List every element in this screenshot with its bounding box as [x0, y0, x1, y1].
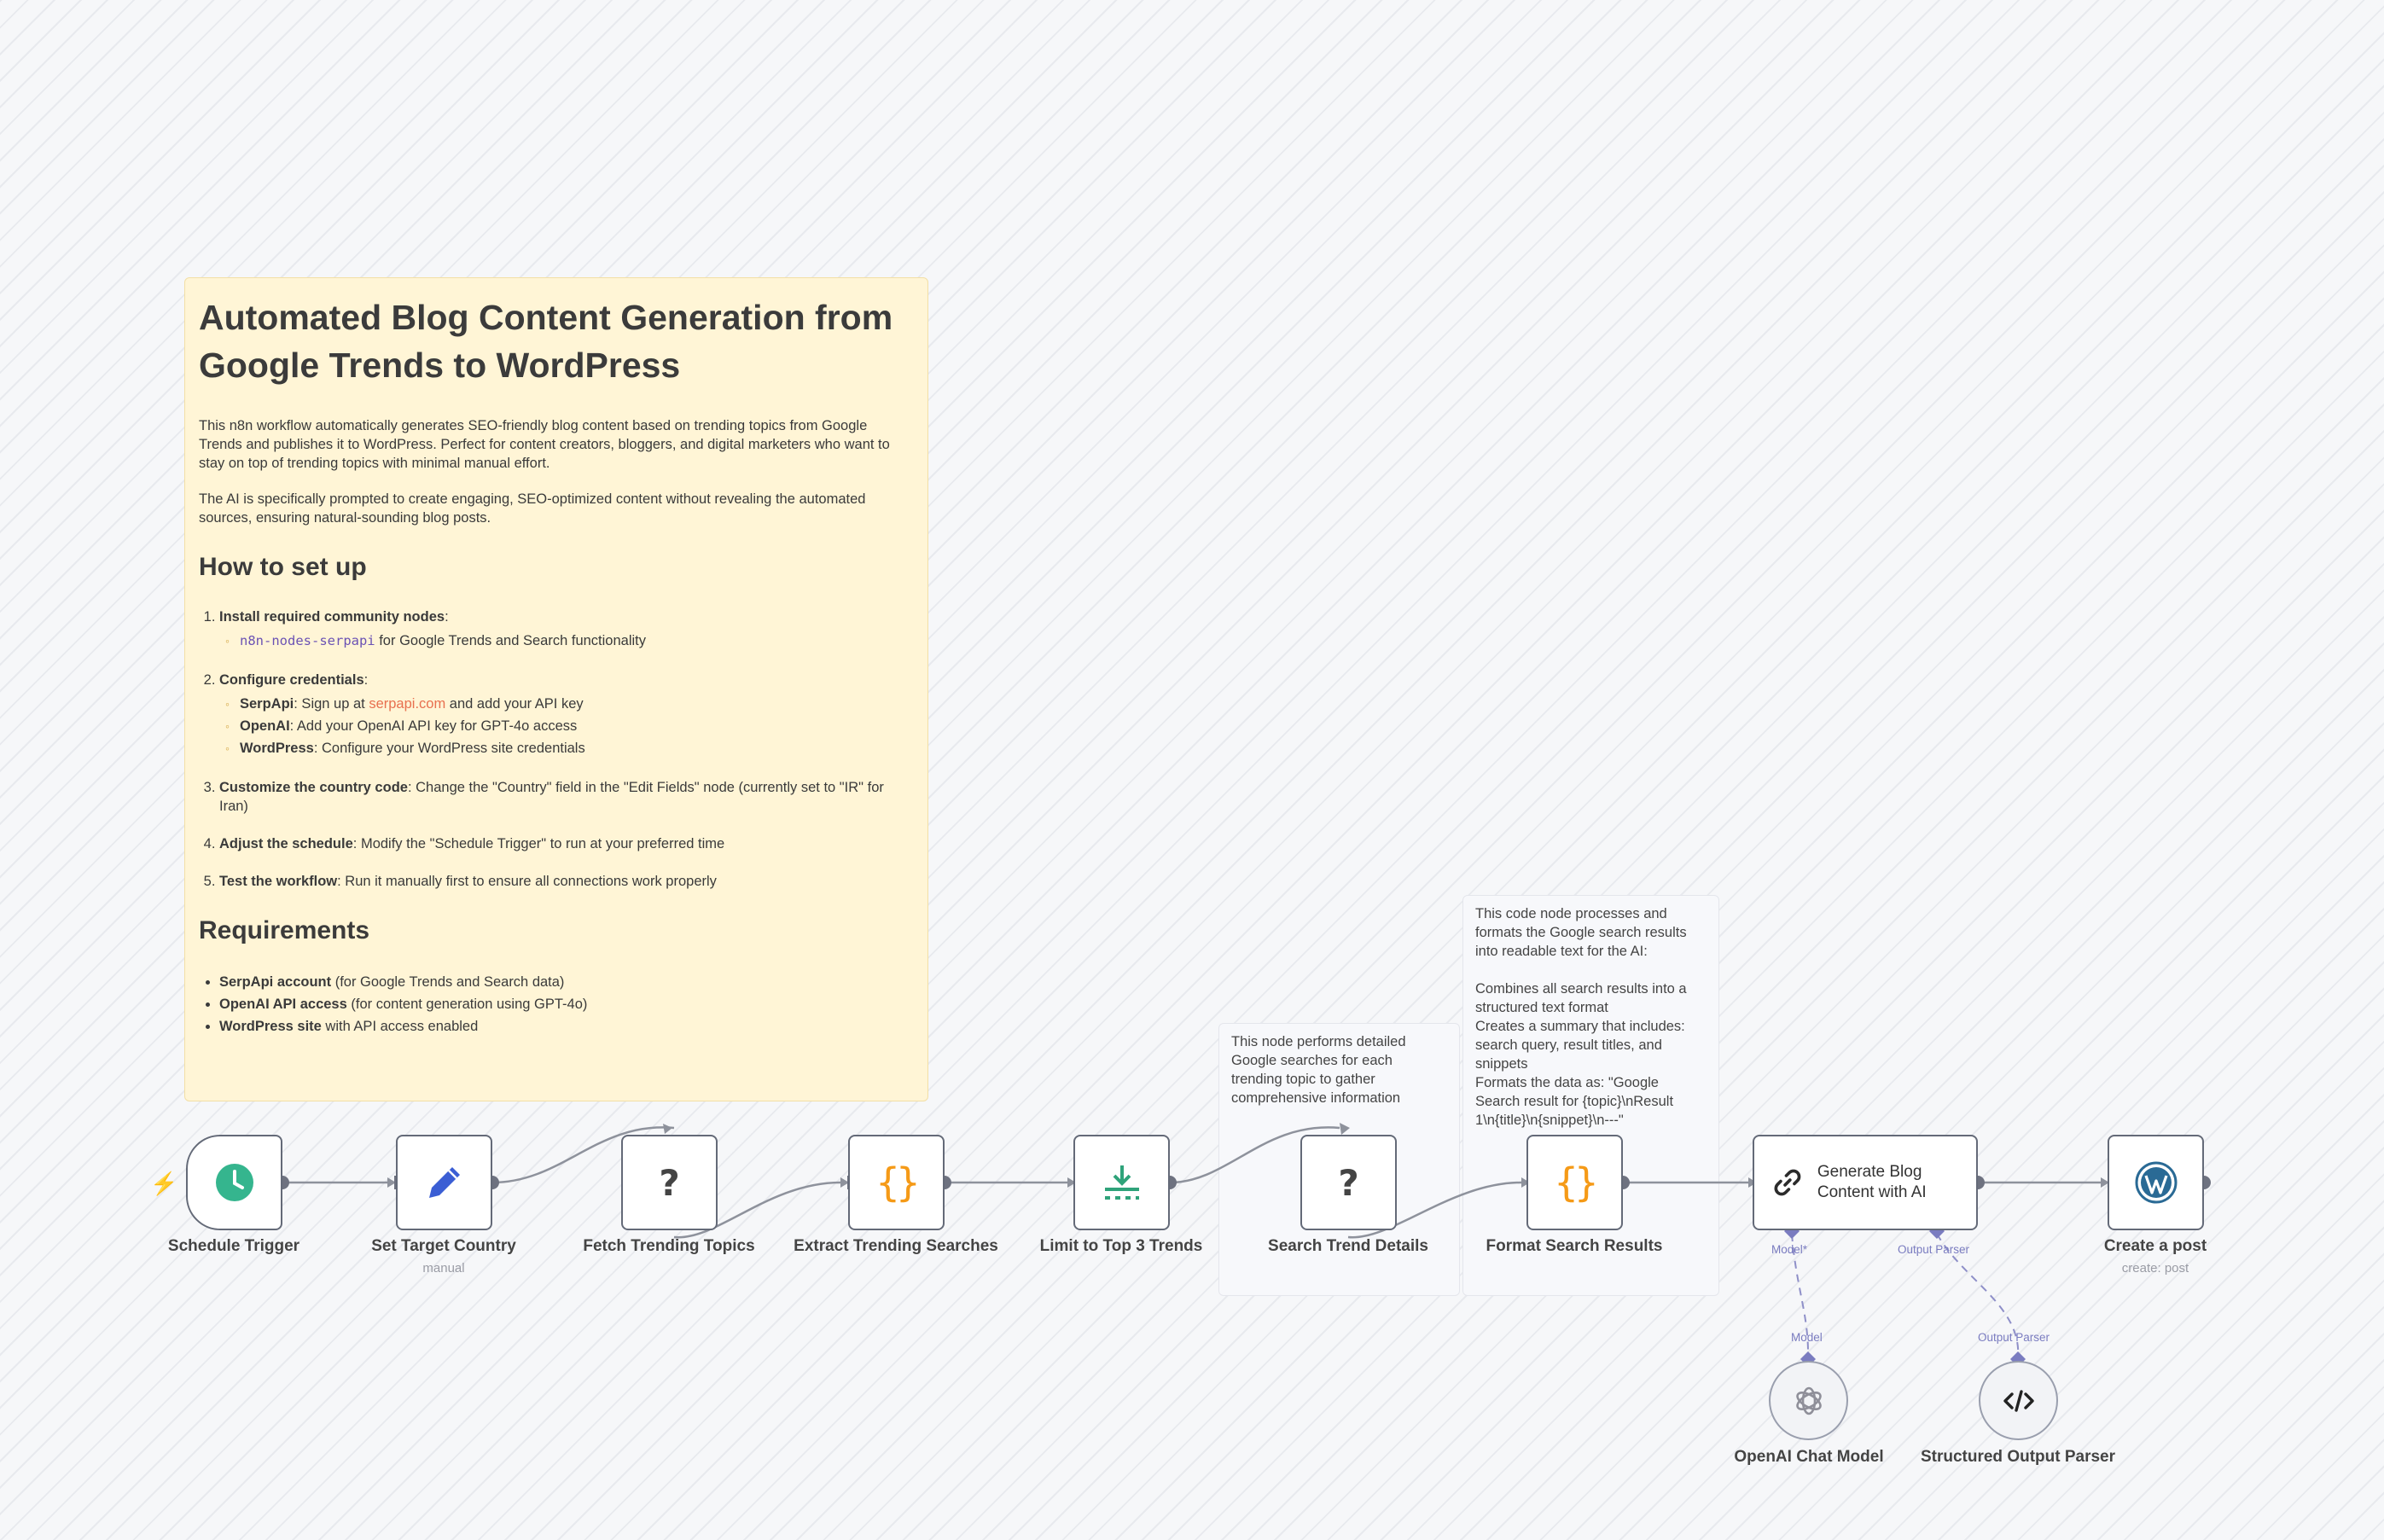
node-label: Extract Trending Searches: [794, 1237, 998, 1255]
node-label: Limit to Top 3 Trends: [1039, 1237, 1203, 1255]
node-format-search-results[interactable]: {}: [1526, 1135, 1623, 1230]
setup-heading: How to set up: [199, 553, 367, 581]
node-inner-label: Generate Blog Content with AI: [1817, 1163, 1927, 1201]
node-subtitle: create: post: [2121, 1261, 2189, 1276]
package-code: n8n-nodes-serpapi: [240, 633, 375, 648]
step-bold: Install required community nodes: [219, 609, 445, 625]
sticky-intro-2: The AI is specifically prompted to creat…: [199, 491, 866, 526]
model-port-label: Model*: [1771, 1243, 1808, 1256]
node-label: Fetch Trending Topics: [583, 1237, 755, 1255]
code-icon: [2003, 1389, 2034, 1412]
question-icon: ?: [1338, 1161, 1359, 1204]
parser-port-label: Output Parser: [1898, 1243, 1970, 1256]
node-label: OpenAI Chat Model: [1734, 1448, 1884, 1466]
setup-step: Install required community nodes: n8n-no…: [219, 607, 914, 652]
req-bold: WordPress site: [219, 1019, 322, 1034]
node-label: Structured Output Parser: [1920, 1448, 2116, 1466]
step-text: : Change the "Country" field in the "Edi…: [219, 780, 884, 814]
node-openai-chat-model[interactable]: [1769, 1361, 1848, 1440]
req-bold: OpenAI API access: [219, 997, 347, 1012]
pencil-icon: [428, 1167, 460, 1198]
req-bold: SerpApi account: [219, 974, 332, 990]
clock-icon: [215, 1164, 253, 1201]
parser-port-label: Output Parser: [1978, 1331, 2050, 1344]
step-subitem: SerpApi: Sign up at serpapi.com and add …: [225, 693, 914, 715]
braces-icon: {}: [875, 1159, 920, 1206]
node-generate-blog-content[interactable]: Generate Blog Content with AI: [1753, 1135, 1978, 1230]
step-text: : Run it manually first to ensure all co…: [337, 874, 717, 889]
setup-steps: Install required community nodes: n8n-no…: [199, 607, 914, 891]
node-subtitle: manual: [422, 1261, 465, 1276]
setup-step: Configure credentials: SerpApi: Sign up …: [219, 671, 914, 759]
requirement-item: SerpApi account (for Google Trends and S…: [219, 971, 914, 993]
step-subitem: WordPress: Configure your WordPress site…: [225, 737, 914, 759]
arrow-head: [387, 1177, 396, 1188]
node-search-trend-details[interactable]: ?: [1300, 1135, 1397, 1230]
node-label: Format Search Results: [1486, 1237, 1663, 1255]
wordpress-icon: [2135, 1161, 2177, 1204]
sticky-title: Automated Blog Content Generation from G…: [199, 298, 893, 385]
req-text: (for content generation using GPT-4o): [346, 997, 588, 1012]
sticky-note-search[interactable]: This node performs detailed Google searc…: [1218, 1023, 1460, 1296]
node-label: Set Target Country: [371, 1237, 516, 1255]
requirement-item: OpenAI API access (for content generatio…: [219, 993, 914, 1015]
step-bold: Test the workflow: [219, 874, 338, 889]
node-label: Search Trend Details: [1268, 1237, 1428, 1255]
step-text: :: [445, 609, 449, 625]
node-schedule-trigger[interactable]: [186, 1135, 282, 1230]
serpapi-link[interactable]: serpapi.com: [369, 696, 446, 712]
setup-step: Customize the country code: Change the "…: [219, 778, 914, 816]
node-label: Schedule Trigger: [167, 1237, 300, 1255]
step-text: : Add your OpenAI API key for GPT-4o acc…: [289, 718, 578, 734]
node-create-post[interactable]: [2108, 1135, 2204, 1230]
node-fetch-trending-topics[interactable]: ?: [621, 1135, 718, 1230]
arrow-head: [663, 1124, 672, 1134]
step-bold: SerpApi: [240, 696, 294, 712]
requirements-list: SerpApi account (for Google Trends and S…: [199, 971, 914, 1037]
question-icon: ?: [659, 1161, 680, 1204]
openai-icon: [1795, 1386, 1822, 1415]
step-text: for Google Trends and Search functionali…: [375, 633, 646, 648]
node-label: Create a post: [2103, 1237, 2207, 1255]
node-set-target-country[interactable]: [396, 1135, 492, 1230]
req-text: (for Google Trends and Search data): [331, 974, 565, 990]
step-bold: Customize the country code: [219, 780, 408, 795]
step-subitem: OpenAI: Add your OpenAI API key for GPT-…: [225, 715, 914, 737]
step-bold: OpenAI: [240, 718, 290, 734]
trigger-bolt-icon: ⚡: [150, 1171, 178, 1196]
step-text: : Sign up at: [294, 696, 369, 712]
sticky-format-line: Formats the data as: "Google Search resu…: [1475, 1075, 1674, 1128]
sticky-intro: This n8n workflow automatically generate…: [199, 418, 890, 471]
step-bold: WordPress: [240, 741, 314, 756]
limit-icon: [1104, 1165, 1139, 1200]
step-subitem: n8n-nodes-serpapi for Google Trends and …: [225, 630, 914, 652]
node-extract-trending-searches[interactable]: {}: [848, 1135, 945, 1230]
node-limit-top3[interactable]: [1073, 1135, 1170, 1230]
sticky-note-overview[interactable]: Automated Blog Content Generation from G…: [184, 277, 928, 1101]
sticky-search-text: This node performs detailed Google searc…: [1231, 1034, 1406, 1106]
sticky-note-format[interactable]: This code node processes and formats the…: [1462, 895, 1719, 1296]
step-text: and add your API key: [445, 696, 584, 712]
req-text: with API access enabled: [321, 1019, 479, 1034]
requirement-item: WordPress site with API access enabled: [219, 1015, 914, 1037]
sticky-format-line: Combines all search results into a struc…: [1475, 981, 1687, 1015]
braces-icon: {}: [1554, 1159, 1598, 1206]
requirements-heading: Requirements: [199, 916, 370, 944]
step-bold: Adjust the schedule: [219, 836, 353, 851]
model-port-label: Model: [1791, 1331, 1823, 1344]
step-text: : Modify the "Schedule Trigger" to run a…: [352, 836, 725, 851]
step-text: : Configure your WordPress site credenti…: [313, 741, 585, 756]
link-icon: [1774, 1169, 1801, 1196]
sticky-format-line: This code node processes and formats the…: [1475, 906, 1687, 959]
setup-step: Test the workflow: Run it manually first…: [219, 872, 914, 891]
setup-step: Adjust the schedule: Modify the "Schedul…: [219, 834, 914, 853]
node-structured-output-parser[interactable]: [1979, 1361, 2058, 1440]
sticky-format-line: Creates a summary that includes: search …: [1475, 1019, 1685, 1072]
step-text: :: [363, 672, 369, 688]
step-bold: Configure credentials: [219, 672, 364, 688]
